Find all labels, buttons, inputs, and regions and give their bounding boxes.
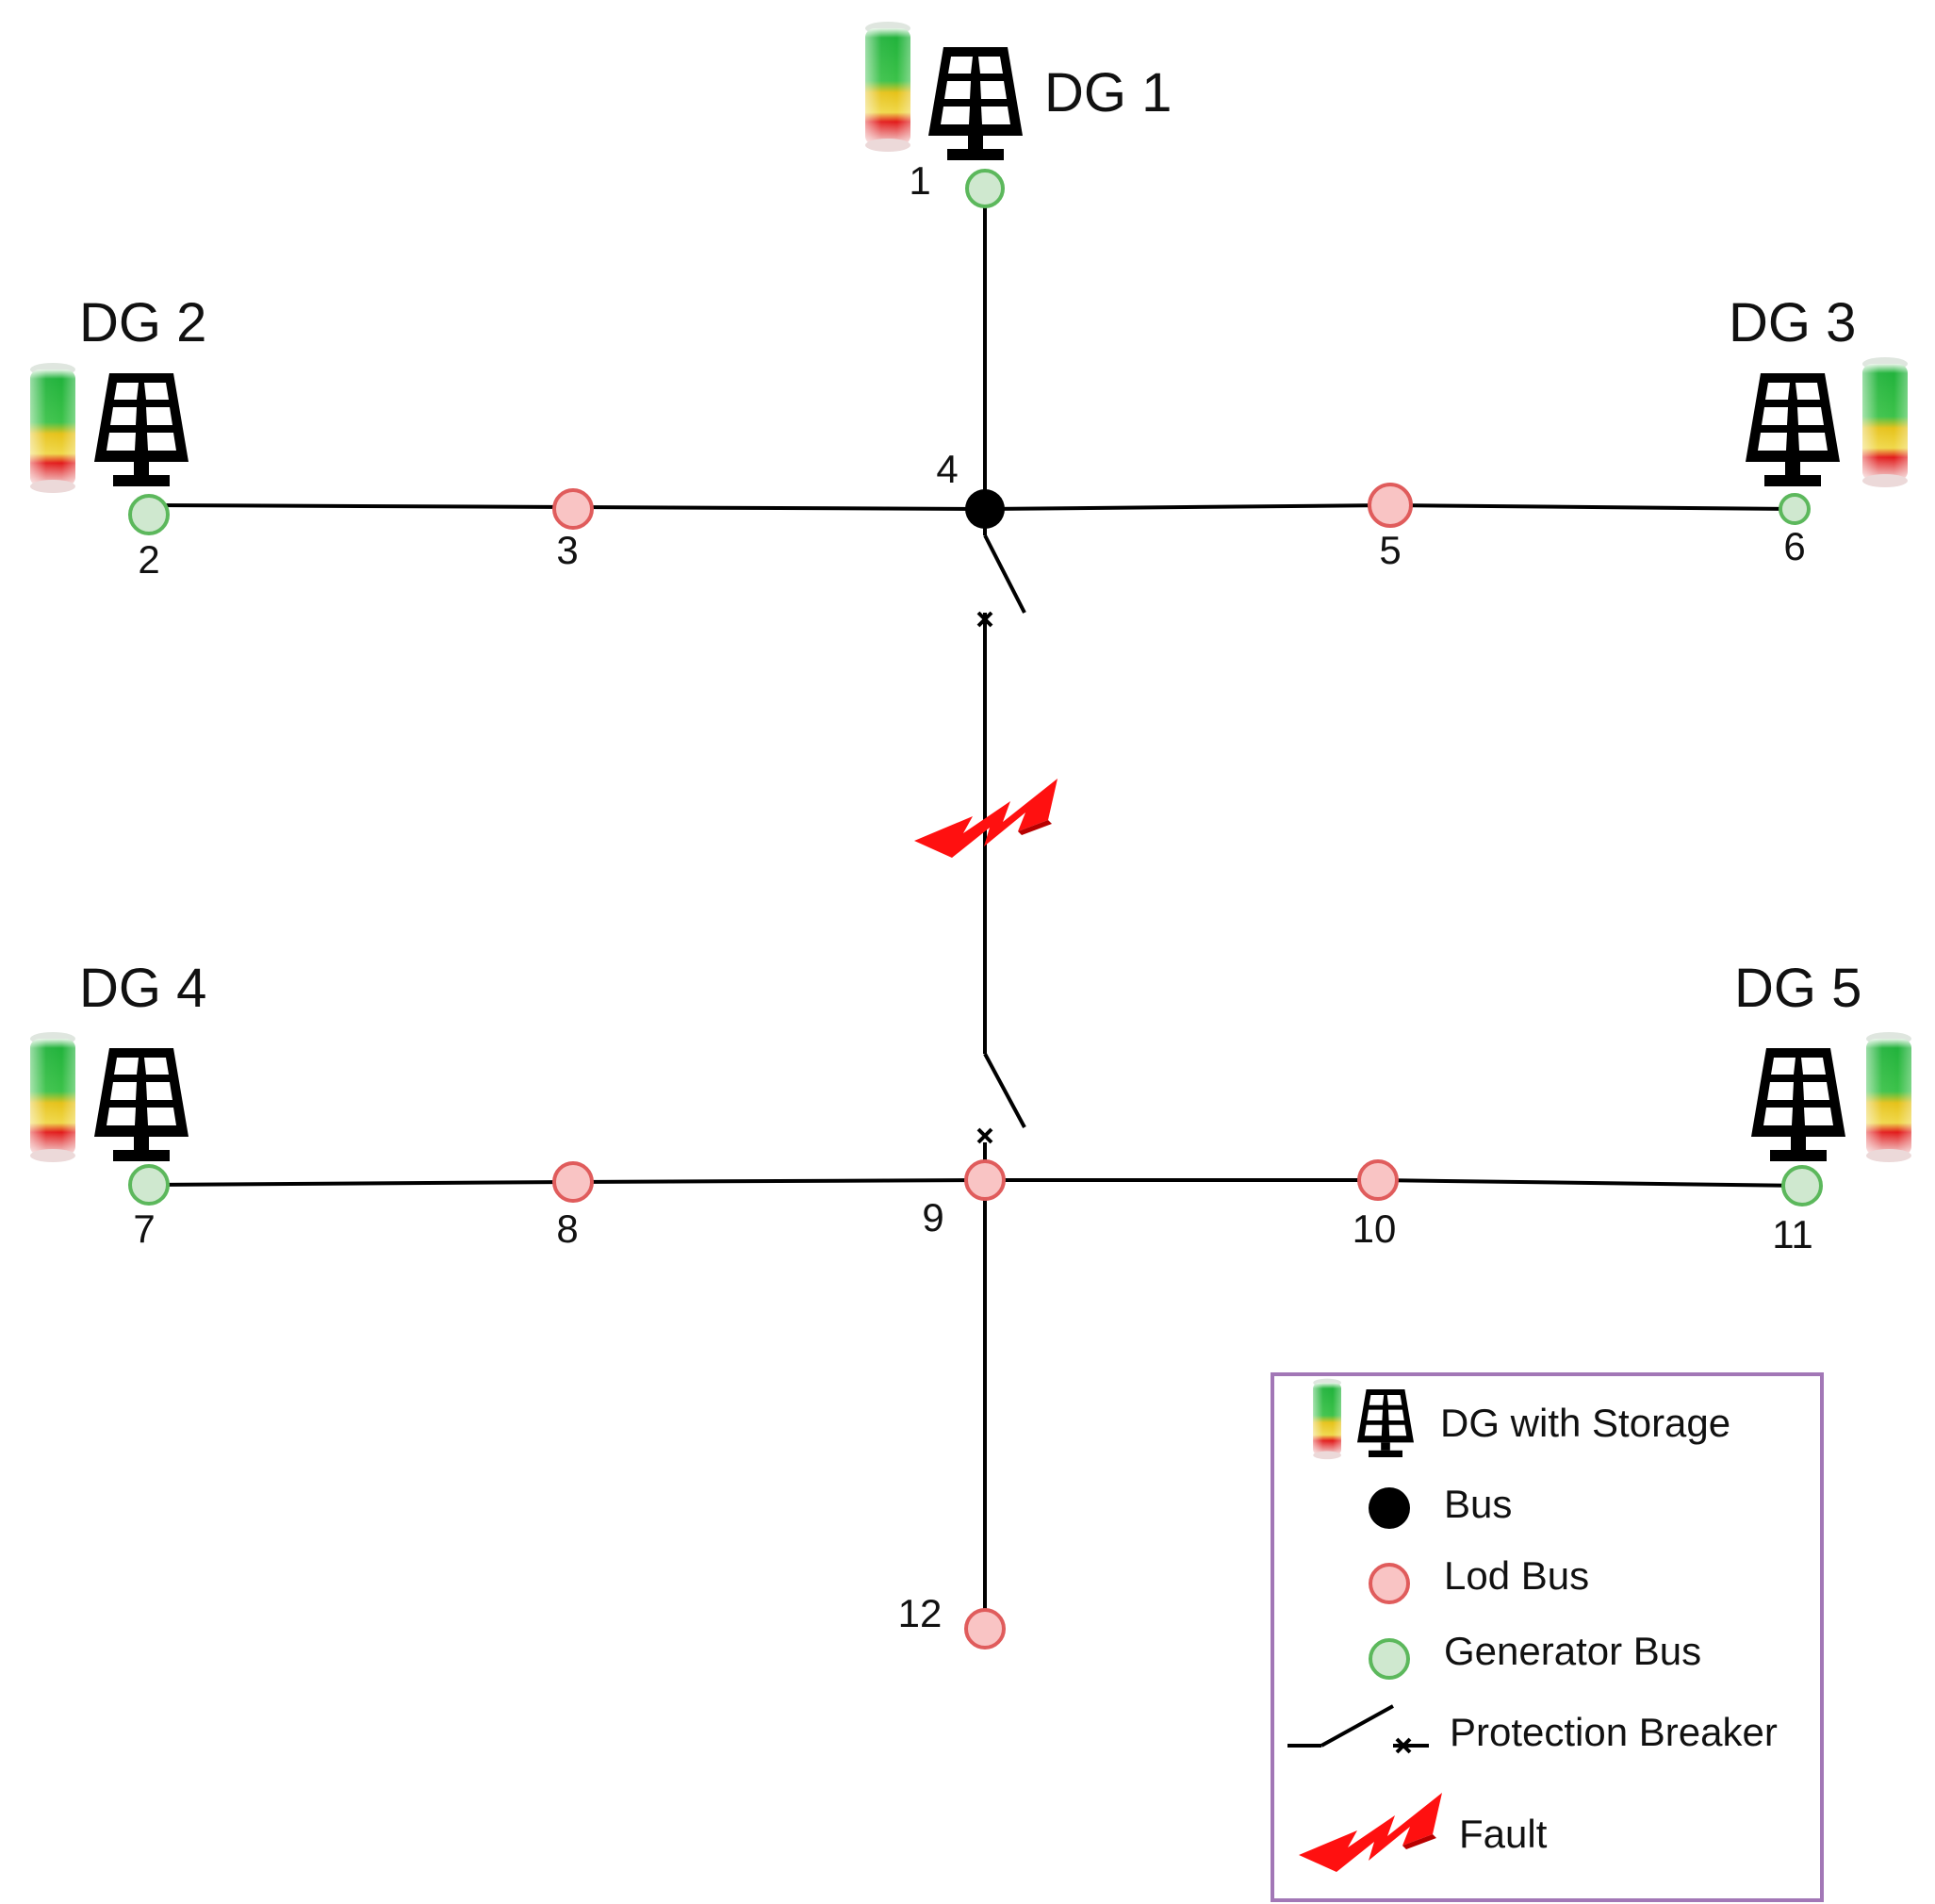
dg-unit-1: DG 1 (865, 22, 1172, 160)
legend-label-generator-bus: Generator Bus (1444, 1629, 1701, 1673)
bus-number-11: 11 (1772, 1212, 1813, 1256)
dg-label-3: DG 3 (1729, 292, 1856, 353)
solar-panel-icon (94, 373, 189, 486)
bus-3 (552, 488, 594, 530)
dg-unit-4: DG 4 (30, 958, 206, 1162)
bus-6 (1779, 493, 1811, 525)
dg-label-1: DG 1 (1044, 62, 1172, 123)
legend-label-fault: Fault (1459, 1812, 1548, 1856)
bus-number-5: 5 (1379, 528, 1401, 572)
dg-label-2: DG 2 (79, 292, 206, 353)
green-circle-icon (1369, 1638, 1410, 1680)
dg-unit-3: DG 3 (1729, 292, 1908, 487)
legend-label-bus: Bus (1444, 1482, 1512, 1526)
bus-2 (128, 494, 170, 535)
line-4-5 (984, 503, 1391, 511)
bus-number-12: 12 (898, 1591, 943, 1635)
solar-panel-icon (1751, 1048, 1845, 1161)
legend-item-generator-bus: Generator Bus (1369, 1629, 1701, 1680)
dg-unit-5: DG 5 (1734, 958, 1911, 1162)
bus-10 (1357, 1159, 1399, 1201)
legend-label-dg-storage: DG with Storage (1440, 1401, 1730, 1445)
battery-storage-icon (1862, 357, 1908, 487)
bus-number-6: 6 (1783, 524, 1805, 568)
legend: DG with Storage Bus Lod Bus Generator Bu… (1271, 1372, 1824, 1902)
battery-storage-icon (30, 363, 75, 493)
pink-circle-icon (1369, 1563, 1410, 1604)
bus-5 (1368, 483, 1413, 528)
dg-label-5: DG 5 (1734, 958, 1861, 1019)
legend-item-protection-breaker: Protection Breaker (1287, 1704, 1778, 1754)
legend-label-load-bus: Lod Bus (1444, 1553, 1589, 1598)
battery-storage-icon (30, 1032, 75, 1162)
line-5-6 (1389, 503, 1796, 511)
bus-number-9: 9 (922, 1195, 943, 1239)
line-10-11 (1377, 1178, 1803, 1188)
bus-1 (965, 169, 1005, 208)
line-7-8 (148, 1180, 574, 1187)
bus-number-8: 8 (556, 1206, 578, 1251)
bus-number-10: 10 (1353, 1206, 1397, 1251)
line-2-3 (148, 503, 574, 509)
buses (128, 169, 1823, 1650)
bus-12 (964, 1608, 1006, 1650)
solar-panel-icon (1746, 373, 1840, 486)
dg-unit-2: DG 2 (30, 292, 206, 493)
dg-label-4: DG 4 (79, 958, 206, 1019)
legend-item-fault: Fault (1299, 1793, 1548, 1872)
bus-4 (965, 489, 1005, 529)
bus-7 (128, 1164, 170, 1206)
legend-item-dg-storage: DG with Storage (1313, 1378, 1730, 1460)
bus-9 (964, 1159, 1006, 1201)
line-8-9 (572, 1178, 986, 1184)
legend-border (1271, 1372, 1824, 1902)
legend-item-bus: Bus (1369, 1482, 1512, 1529)
solar-panel-icon (928, 47, 1023, 160)
bus-8 (552, 1161, 594, 1203)
bus-number-7: 7 (133, 1206, 155, 1251)
bus-number-1: 1 (909, 158, 930, 203)
battery-storage-icon (865, 22, 910, 152)
legend-item-load-bus: Lod Bus (1369, 1553, 1589, 1604)
bus-number-4: 4 (936, 447, 958, 491)
bus-numbers: 1 2 3 4 5 6 7 8 9 10 11 12 (133, 158, 1812, 1635)
network-lines (148, 189, 1803, 1629)
bus-11 (1781, 1165, 1823, 1206)
protection-breaker-top (976, 534, 1026, 628)
line-3-4 (572, 505, 986, 511)
battery-storage-icon (1313, 1378, 1341, 1460)
legend-label-protection-breaker: Protection Breaker (1450, 1710, 1778, 1754)
bus-number-2: 2 (138, 537, 159, 582)
black-circle-icon (1369, 1487, 1410, 1529)
battery-storage-icon (1866, 1032, 1911, 1162)
solar-panel-icon (94, 1048, 189, 1161)
bus-number-3: 3 (556, 528, 578, 572)
